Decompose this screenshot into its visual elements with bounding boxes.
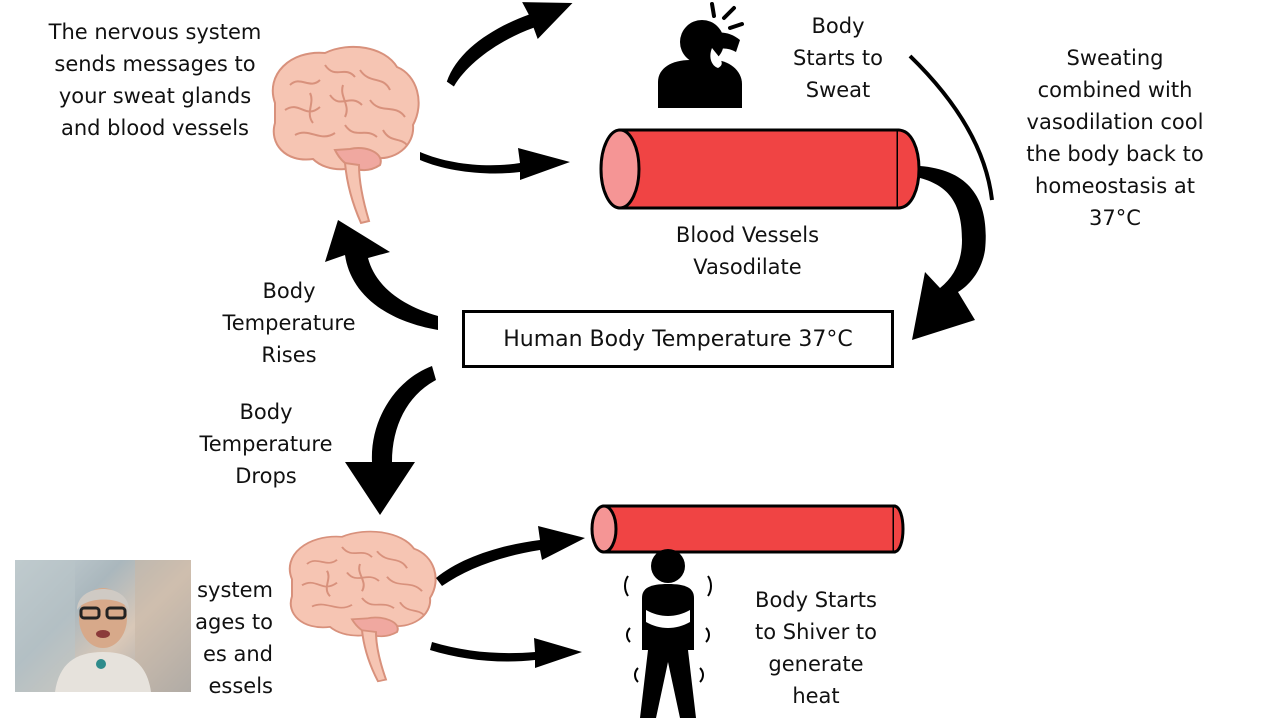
brain-icon-bottom [288, 530, 437, 683]
arrow-sweat-line [908, 54, 994, 201]
arrow-brain-to-shiver [430, 638, 582, 668]
sweating-person-icon [658, 2, 744, 108]
arrow-vessel-to-center [912, 166, 986, 340]
blood-vessel-icon-bottom [590, 504, 905, 554]
blood-vessel-icon-top [599, 128, 921, 210]
presenter-webcam [15, 560, 191, 692]
arrow-drops [345, 366, 436, 515]
shivering-person-icon [624, 549, 712, 718]
arrow-brain-to-sweat [446, 2, 573, 87]
brain-icon-top [271, 45, 420, 224]
arrow-rises [325, 220, 438, 330]
arrow-brain-to-vessel [420, 148, 570, 180]
center-label: Human Body Temperature 37°C [503, 326, 853, 352]
arrow-brain-to-bottom-vessel [436, 526, 585, 586]
human-body-temperature-box: Human Body Temperature 37°C [462, 310, 894, 368]
